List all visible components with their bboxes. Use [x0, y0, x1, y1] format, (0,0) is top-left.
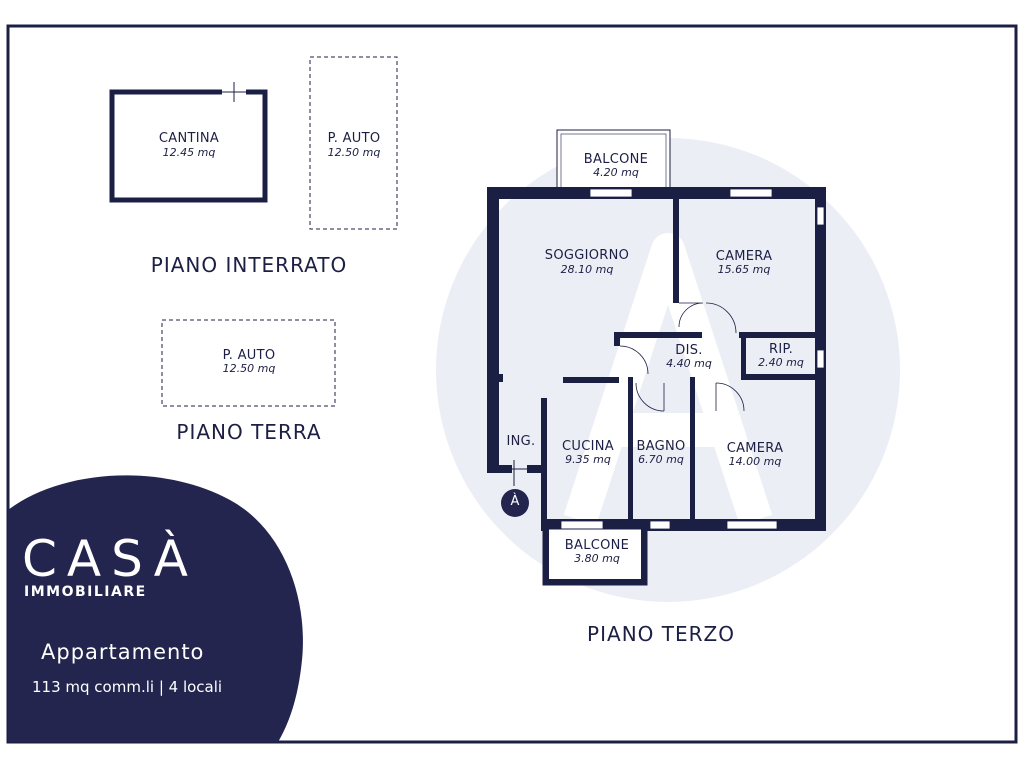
bagno-area: 6.70 mq: [638, 453, 684, 466]
property-type: Appartamento: [41, 640, 205, 664]
camera-2-label: CAMERA: [726, 441, 784, 456]
door-swings: [619, 302, 745, 412]
section-title-terra: PIANO TERRA: [176, 420, 322, 444]
soggiorno-label: SOGGIORNO: [544, 248, 630, 263]
rip-area: 2.40 mq: [758, 356, 804, 369]
parking-interrato-area: 12.50 mq: [327, 146, 381, 159]
brand-logo: CASÀ: [22, 530, 198, 588]
cantina-label: CANTINA: [158, 131, 220, 146]
bagno-label: BAGNO: [636, 439, 686, 454]
camera-1-label: CAMERA: [715, 249, 773, 264]
rip-label: RIP.: [768, 342, 794, 357]
parking-interrato: [309, 56, 398, 230]
balcone-nord-shape: [556, 129, 671, 189]
parking-terra-area: 12.50 mq: [222, 362, 276, 375]
cucina-area: 9.35 mq: [565, 453, 611, 466]
windows: [560, 188, 825, 530]
entrance-door: [503, 460, 527, 486]
cucina-label: CUCINA: [562, 439, 614, 454]
dis-area: 4.40 mq: [666, 357, 712, 370]
cantina-area: 12.45 mq: [162, 146, 216, 159]
parking-terra-label: P. AUTO: [222, 348, 276, 363]
camera-1-area: 15.65 mq: [717, 263, 771, 276]
entrance-marker-letter: À: [510, 494, 520, 509]
property-details: 113 mq comm.li | 4 locali: [32, 678, 223, 696]
page-frame: [6, 24, 1018, 744]
brand-panel: [8, 475, 303, 742]
section-title-terzo: PIANO TERZO: [587, 622, 735, 646]
camera-2-area: 14.00 mq: [728, 455, 782, 468]
section-title-interrato: PIANO INTERRATO: [150, 253, 348, 277]
parking-terra: [161, 319, 336, 407]
balcone-nord-label: BALCONE: [583, 152, 649, 167]
balcone-sud-label: BALCONE: [564, 538, 630, 553]
brand-logo-subtitle: IMMOBILIARE: [24, 584, 147, 600]
ing-label: ING.: [506, 434, 536, 449]
watermark-circle: [436, 138, 900, 602]
entrance-marker-circle: [501, 489, 529, 517]
soggiorno-area: 28.10 mq: [560, 263, 614, 276]
balcone-nord-area: 4.20 mq: [593, 166, 639, 179]
balcone-sud-shape: [542, 528, 648, 586]
cantina-room: [109, 82, 268, 203]
parking-interrato-label: P. AUTO: [327, 131, 381, 146]
dis-label: DIS.: [675, 343, 703, 358]
balcone-sud-area: 3.80 mq: [574, 552, 620, 565]
